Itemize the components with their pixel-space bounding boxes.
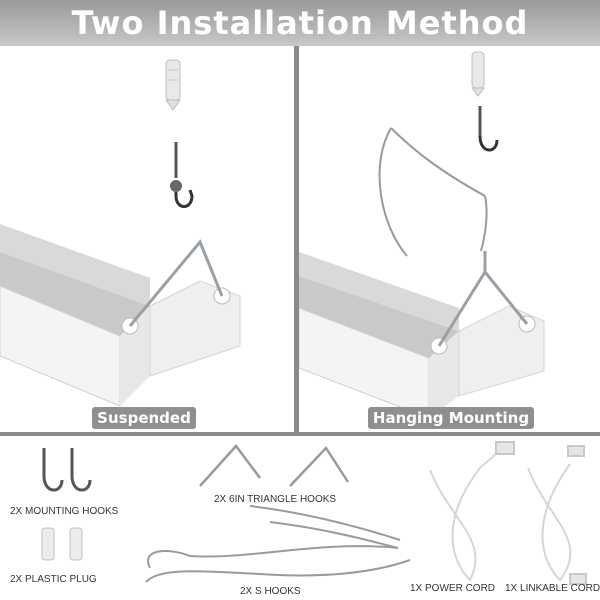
triangle-hook-icon: [199, 444, 350, 487]
mounting-hooks-label: 2X MOUNTING HOOKS: [10, 506, 119, 517]
suspended-panel: [0, 46, 294, 432]
hanging-mounting-label: Hanging Mounting: [368, 407, 534, 429]
wall-anchor-icon: [471, 51, 485, 97]
shop-light-fixture: [0, 224, 241, 407]
suspended-label: Suspended: [92, 407, 196, 429]
plastic-plug-icon: [41, 527, 83, 561]
panel-divider: [294, 46, 299, 432]
screw-hook-icon: [478, 106, 499, 152]
s-hooks-label: 2X S HOOKS: [240, 586, 301, 597]
screw-hook-icon: [170, 142, 194, 208]
hanging-panel: [299, 46, 600, 432]
screw-hook-icon: [42, 448, 92, 492]
page-title: Two Installation Method: [71, 4, 529, 42]
triangle-hooks-label: 2X 6IN TRIANGLE HOOKS: [214, 494, 337, 505]
linkable-cord-icon: [527, 445, 587, 585]
shop-light-fixture: [299, 251, 545, 419]
wall-anchor-icon: [165, 59, 181, 111]
linkable-cord-label: 1X LINKABLE CORD: [505, 583, 600, 594]
chain-icon: [378, 127, 488, 257]
s-hook-icon: [145, 505, 411, 583]
power-cord-label: 1X POWER CORD: [410, 583, 496, 594]
plastic-plug-label: 2X PLASTIC PLUG: [10, 574, 97, 585]
section-divider: [0, 432, 600, 436]
power-cord-icon: [429, 441, 515, 582]
